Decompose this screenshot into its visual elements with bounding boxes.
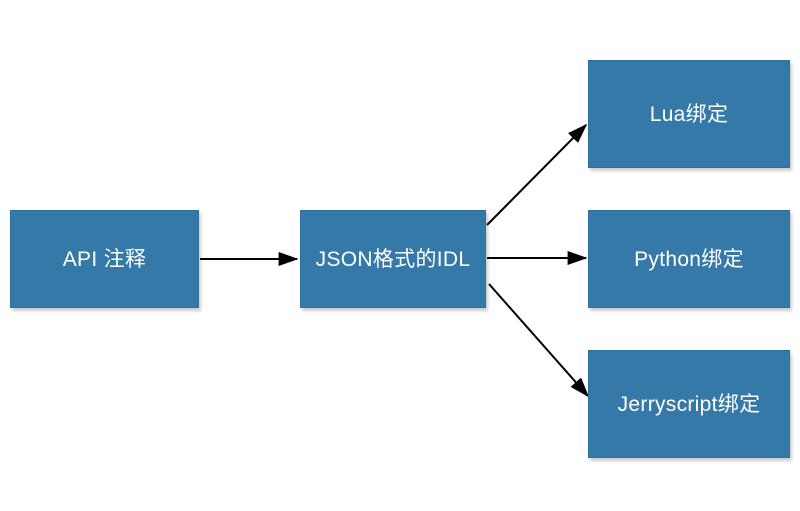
edge-idl-to-jerry [488, 283, 590, 398]
node-label: API 注释 [62, 247, 147, 271]
node-label: Python绑定 [634, 247, 744, 271]
node-jerryscript-binding[interactable]: Jerryscript绑定 [588, 350, 790, 458]
node-api-annotation[interactable]: API 注释 [10, 210, 199, 308]
edge-idl-to-lua [486, 123, 588, 226]
node-json-idl[interactable]: JSON格式的IDL [300, 210, 486, 308]
node-lua-binding[interactable]: Lua绑定 [588, 60, 790, 168]
node-python-binding[interactable]: Python绑定 [588, 210, 790, 308]
node-label: Jerryscript绑定 [617, 392, 761, 416]
node-label: JSON格式的IDL [315, 247, 471, 271]
node-label: Lua绑定 [649, 102, 729, 126]
